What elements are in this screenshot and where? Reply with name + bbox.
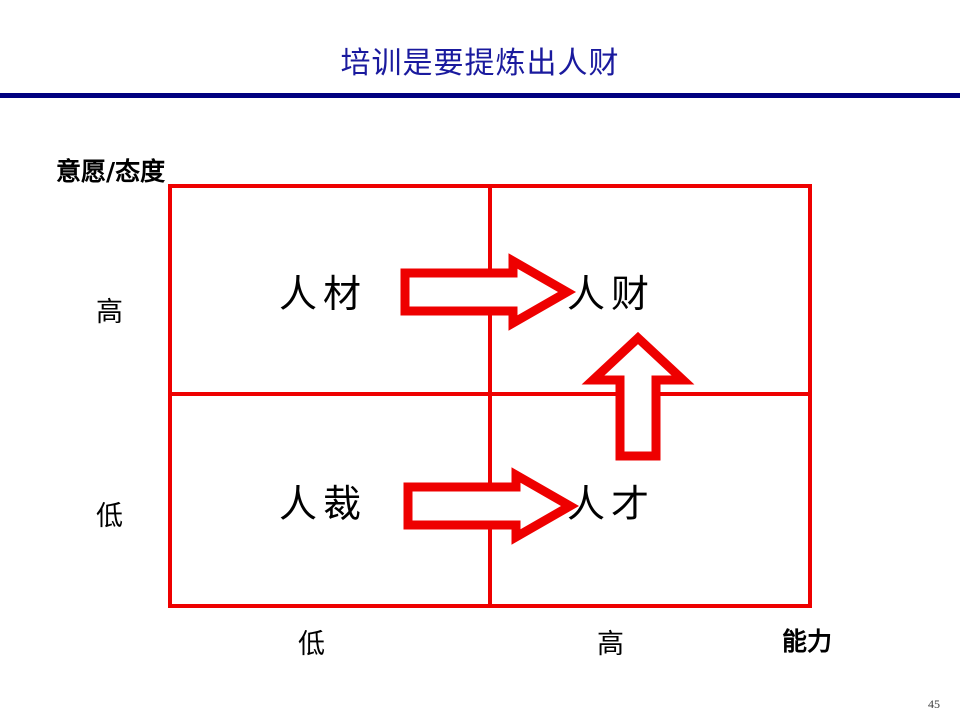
quadrant-top-left: 人材: [172, 188, 488, 392]
quadrant-bottom-left-label: 人裁: [278, 481, 367, 526]
quadrant-bottom-right: 人才: [492, 396, 808, 604]
matrix-horizontal-divider: [172, 392, 808, 396]
two-by-two-matrix: 人材 人财 人裁 人才: [168, 184, 812, 608]
x-axis-tick-low: 低: [298, 629, 325, 660]
y-axis-tick-low: 低: [96, 501, 123, 532]
right-arrow-icon-top: [400, 253, 577, 331]
quadrant-bottom-right-label: 人才: [566, 481, 655, 526]
y-axis-tick-high: 高: [96, 297, 123, 328]
slide-page-number: 45: [928, 697, 940, 711]
x-axis-tick-high: 高: [597, 629, 624, 660]
right-arrow-icon-bottom: [403, 467, 580, 545]
y-axis-title: 意愿/态度: [56, 157, 166, 186]
matrix-vertical-divider: [488, 188, 492, 604]
quadrant-bottom-left: 人裁: [172, 396, 488, 604]
quadrant-top-right-label: 人财: [566, 271, 655, 316]
page-title: 培训是要提炼出人财: [340, 46, 620, 81]
quadrant-top-right: 人财: [492, 188, 808, 392]
quadrant-top-left-label: 人材: [278, 271, 367, 316]
x-axis-title: 能力: [782, 627, 833, 656]
title-divider: [0, 93, 960, 98]
up-arrow-icon: [581, 331, 695, 461]
